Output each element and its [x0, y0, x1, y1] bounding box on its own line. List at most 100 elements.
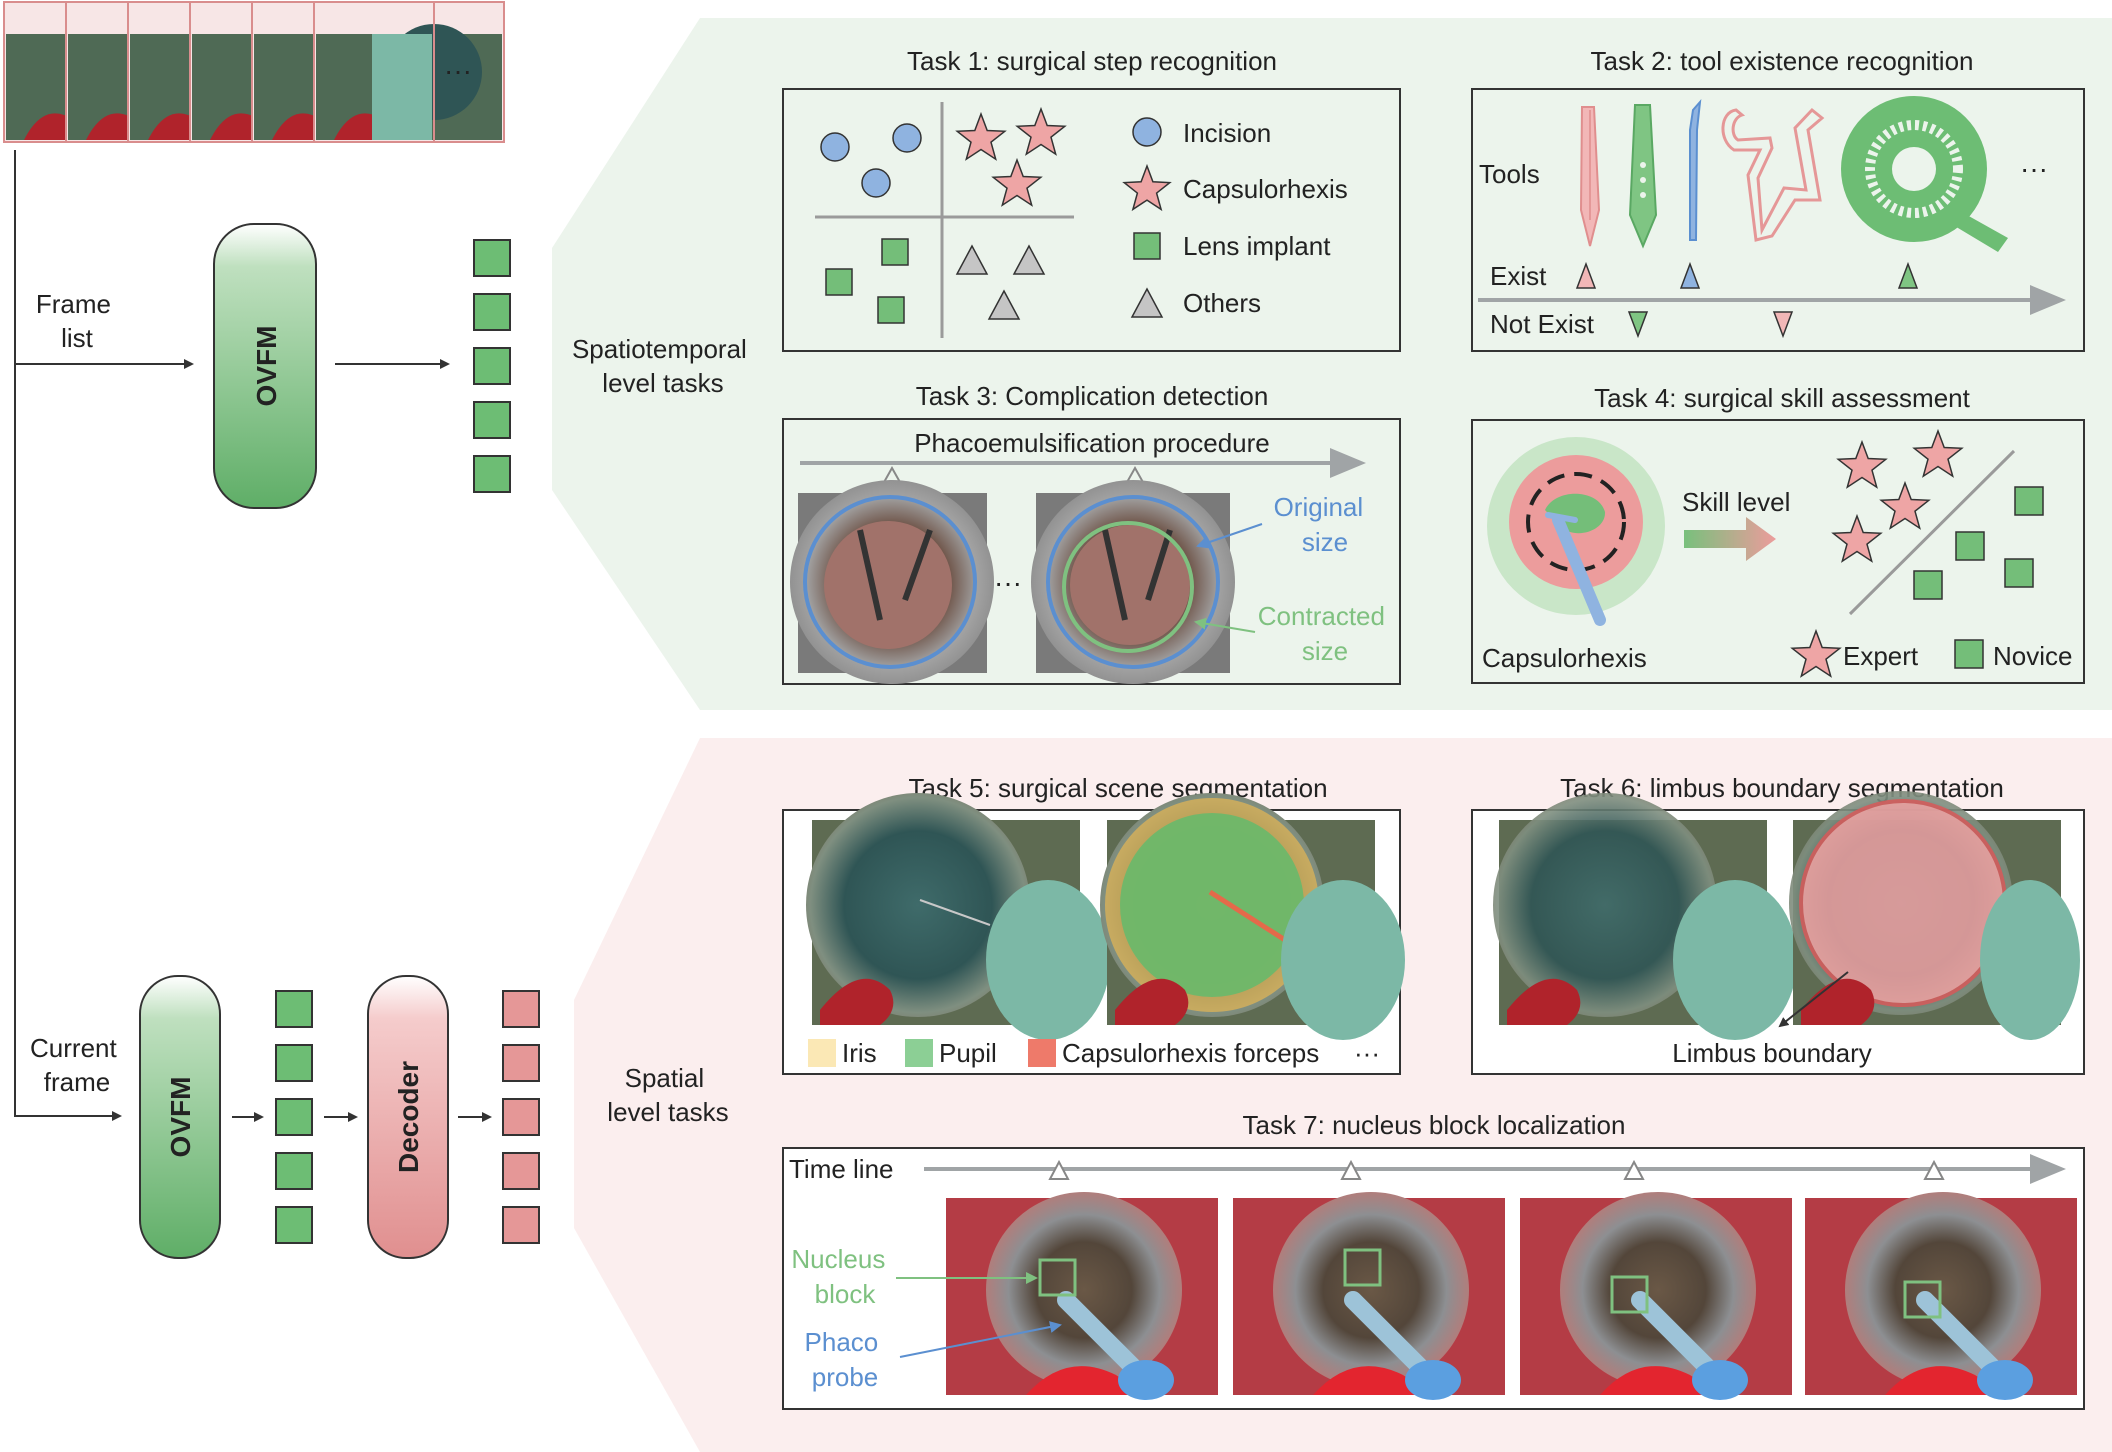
task2-box — [1471, 88, 2085, 352]
task6-frame-segmented — [1789, 791, 2080, 1040]
task2-tools-label: Tools — [1479, 159, 1540, 189]
legend-lens-implant: Lens implant — [1183, 231, 1331, 261]
timeline-marker — [1923, 1159, 1945, 1180]
frame-list-label: Frame list — [36, 289, 118, 353]
feature-token — [473, 293, 511, 331]
expert-legend-star — [1790, 628, 1842, 678]
legend-others: Others — [1183, 288, 1261, 318]
tool-green-forceps-icon — [1628, 104, 1658, 249]
legend-incision: Incision — [1183, 118, 1271, 148]
feature-token — [473, 239, 511, 277]
task1-lens-implant-points — [825, 238, 909, 324]
legend-capsulorhexis-marker — [1122, 163, 1172, 212]
frame-stack — [3, 1, 505, 143]
expert-point — [1836, 439, 1888, 489]
task1-capsulorhexis-points — [955, 106, 1067, 207]
nucleus-box — [1343, 1248, 1382, 1287]
task4-expert-marker — [1790, 628, 1842, 678]
capsulorhexis-point — [991, 157, 1043, 207]
task4-novice-label: Novice — [1993, 641, 2072, 671]
task4-expert-label: Expert — [1843, 641, 1919, 671]
feature-token — [502, 1206, 540, 1244]
feature-token — [502, 1152, 540, 1190]
task1-title: Task 1: surgical step recognition — [907, 46, 1277, 76]
task4-skill-level-label: Skill level — [1682, 487, 1790, 517]
tool-green-marker-icon — [1841, 96, 2008, 252]
capsulorhexis-point — [1015, 106, 1067, 156]
tool-pink-speculum-icon — [1721, 107, 1825, 242]
decoder-block — [367, 975, 449, 1259]
timeline-marker — [1048, 1159, 1070, 1180]
legend-forceps-swatch — [1028, 1039, 1056, 1067]
task3-title: Task 3: Complication detection — [916, 381, 1269, 411]
task7-frames — [946, 1159, 2077, 1400]
task5-title: Task 5: surgical scene segmentation — [908, 773, 1327, 803]
task2-not-exist-label: Not Exist — [1490, 309, 1595, 339]
task2-ellipsis: ··· — [2020, 153, 2048, 184]
frame-stack-tool — [372, 34, 432, 140]
decoder-label: Decoder — [393, 1061, 424, 1173]
legend-capsulorhexis: Capsulorhexis — [1183, 174, 1348, 204]
task5-legend-ellipsis: ··· — [1354, 1038, 1380, 1068]
nucleus-box — [1903, 1280, 1942, 1319]
legend-pupil-swatch — [905, 1039, 933, 1067]
task3-procedure-label: Phacoemulsification procedure — [914, 428, 1270, 458]
task4-novice-marker — [1954, 639, 1984, 669]
task7-phaco-probe-label: Phaco probe — [805, 1327, 886, 1392]
feature-token — [473, 455, 511, 493]
spatiotemporal-group-label: Spatiotemporal level tasks — [572, 334, 754, 398]
legend-capsulorhexis-forceps: Capsulorhexis forceps — [1062, 1038, 1319, 1068]
legend-incision-marker — [1132, 117, 1162, 147]
task4-title: Task 4: surgical skill assessment — [1594, 383, 1970, 413]
ovfm-encoder-bottom — [139, 975, 221, 1259]
feature-token — [275, 1152, 313, 1190]
feature-token — [473, 347, 511, 385]
current-frame-label: Current frame — [30, 1033, 124, 1097]
task7-frame — [1520, 1192, 1792, 1400]
task4-capsulorhexis-illustration — [1487, 437, 1665, 626]
task3-contracted-size-label: Contracted size — [1258, 601, 1392, 666]
task3-original-size-label: Original size — [1274, 492, 1371, 557]
task7-nucleus-block-label: Nucleus block — [791, 1244, 892, 1309]
feature-token — [275, 1206, 313, 1244]
pipeline-trunk-line — [14, 150, 122, 1121]
task7-frame — [1805, 1192, 2077, 1400]
task6-frame-original — [1493, 793, 1797, 1040]
frame-stack-ellipsis: ··· — [444, 55, 472, 86]
nucleus-box — [1610, 1275, 1649, 1314]
ovfm-encoder-bottom-label: OVFM — [165, 1077, 196, 1158]
task4-expert-points — [1831, 428, 1964, 563]
timeline-marker — [1623, 1159, 1645, 1180]
capsulorhexis-point — [955, 111, 1007, 161]
task2-title: Task 2: tool existence recognition — [1591, 46, 1974, 76]
expert-point — [1912, 428, 1964, 478]
task6-limbus-boundary-label: Limbus boundary — [1672, 1038, 1871, 1068]
ovfm-encoder-top — [213, 223, 317, 509]
nucleus-box — [1038, 1258, 1077, 1297]
decoder-tokens — [502, 990, 540, 1244]
contracted-size-pointer — [1194, 617, 1256, 633]
task4-novice-points — [1913, 486, 2044, 600]
tool-blue-knife-icon — [1689, 98, 1702, 241]
expert-point — [1831, 513, 1883, 563]
feature-tokens-top — [473, 239, 511, 493]
legend-lens-implant-marker — [1133, 232, 1161, 260]
task4-skill-arrow — [1684, 517, 1776, 561]
task2-not-exist-markers — [1627, 311, 1794, 339]
feature-token — [275, 1098, 313, 1136]
timeline-marker — [1340, 1159, 1362, 1180]
legend-others-marker — [1130, 287, 1164, 318]
legend-pupil: Pupil — [939, 1038, 997, 1068]
task4-capsulorhexis-label: Capsulorhexis — [1482, 643, 1647, 673]
tool-pink-tweezers-icon — [1579, 106, 1601, 247]
task1-box — [782, 88, 1401, 352]
task7-title: Task 7: nucleus block localization — [1243, 1110, 1626, 1140]
task2-exist-markers — [1575, 261, 1919, 289]
task2-exist-label: Exist — [1490, 261, 1547, 291]
task1-legend: Incision Capsulorhexis Lens implant Othe… — [1122, 117, 1348, 318]
feature-token — [502, 990, 540, 1028]
original-size-pointer — [1196, 523, 1263, 549]
feature-token — [275, 990, 313, 1028]
task4-decision-boundary — [1848, 449, 2016, 616]
